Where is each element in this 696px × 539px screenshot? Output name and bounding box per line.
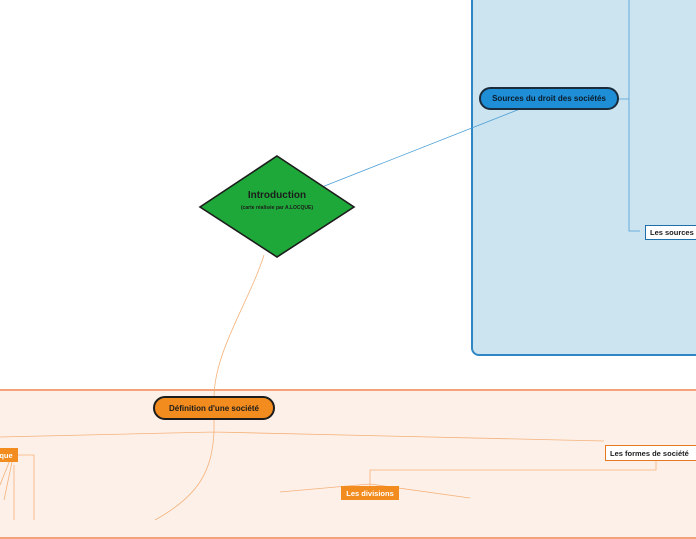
connector-definition-children	[0, 420, 605, 520]
connector-sources-branch	[619, 0, 640, 232]
sources-region	[471, 0, 696, 356]
sources-subtopic[interactable]: Les sources	[645, 225, 696, 240]
central-topic[interactable]: Introduction (carte réalisée par A.LOCQU…	[200, 190, 354, 211]
connector-central-sources	[321, 108, 521, 188]
connector-left-cut	[0, 454, 35, 520]
connector-lines	[0, 0, 657, 520]
definition-topic[interactable]: Définition d'une société	[153, 396, 275, 420]
central-diamond-shape	[198, 155, 356, 258]
connector-central-definition	[213, 254, 265, 397]
central-topic-subtitle: (carte réalisée par A.LOCQUE)	[240, 205, 314, 211]
sources-topic[interactable]: Sources du droit des sociétés	[479, 87, 619, 110]
left-cut-topic[interactable]: que	[0, 448, 18, 462]
central-topic-title: Introduction	[247, 190, 307, 201]
formes-topic[interactable]: Les formes de société	[605, 445, 696, 461]
connector-formes-divisions	[279, 461, 657, 500]
divisions-topic[interactable]: Les divisions	[341, 486, 399, 500]
definition-region	[0, 389, 696, 539]
